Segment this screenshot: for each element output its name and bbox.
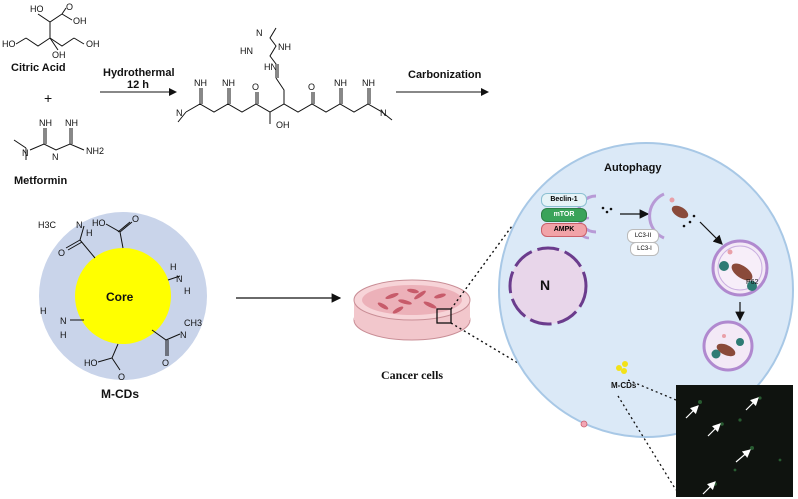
citric-oh-label: OH [86,39,100,49]
product-hn-label: HN [264,62,277,72]
mcd-h-label: H [184,286,191,296]
core-label: Core [106,290,134,304]
mcd-cluster [616,361,628,374]
citric-o-label: O [66,2,73,12]
product-nh-label: NH [222,78,235,88]
metformin-structure [13,128,85,160]
mcd-core [75,248,171,344]
product-o-label: O [252,82,259,92]
mtor-pill: mTOR [541,208,587,222]
product-o-label: O [308,82,315,92]
product-n-label: N [256,28,263,38]
mcd-ch3-label: CH3 [184,318,202,328]
nucleus [508,246,588,326]
fluorescence-micrograph [676,385,793,497]
cell-mcds-label: M-CDs [611,381,637,390]
lc3-i-pill: LC3-I [630,242,659,256]
cargo-dots [601,206,613,214]
carbonization-label: Carbonization [408,69,482,81]
mcd-surface-bonds [65,221,181,371]
citric-oh-label: OH [73,16,87,26]
mcd-h-label: H [86,228,93,238]
mcd-h-label: H [170,262,177,272]
product-nh-label: NH [334,78,347,88]
metformin-nh-label: NH [65,118,78,128]
fluorescence-arrows [685,397,759,495]
mcd-n-label: N [180,330,187,340]
autolysosome [702,320,754,372]
nucleus-label: N [540,277,551,293]
metformin-n-label: N [22,148,29,158]
autophagosome [711,239,769,297]
product-structure [177,27,393,124]
mcd-n-label: N [60,316,67,326]
mcd-n-label: N [76,220,83,230]
autophagy-title: Autophagy [604,162,662,174]
zoom-line-top [450,225,513,310]
mcd-ho-label: HO [92,218,106,228]
product-nh-label: NH [278,42,291,52]
beclin-1-pill: Beclin-1 [541,193,587,207]
mcd-ho-label: HO [84,358,98,368]
citric-ho-label: HO [2,39,16,49]
mcd-o-label: O [132,214,139,224]
metformin-label: Metformin [14,175,68,187]
product-hn-label: HN [240,46,253,56]
mcd-o-label: O [58,248,65,258]
mcd-o-label: O [162,358,169,368]
p62-label: P62 [746,279,759,286]
reaction-time-label: 12 h [127,79,150,91]
product-oh-label: OH [276,120,290,130]
stray-mcd-dot [580,420,588,428]
citric-oh-label: OH [52,50,66,60]
mcds-label: M-CDs [101,387,139,401]
product-nh-label: NH [362,78,375,88]
plus-sign: + [44,90,53,106]
metformin-nh-label: NH [39,118,52,128]
mcd-n-label: N [176,274,183,284]
fluorescence-signals [698,396,782,486]
mcd-h3c-label: H3C [38,220,57,230]
product-n-label: N [380,108,387,118]
zoom-line-fluor-top [627,379,677,401]
ampk-pill: AMPK [541,223,587,237]
stage-arrow-2 [699,221,723,245]
hydrothermal-label: Hydrothermal [103,67,175,79]
citric-acid-structure [15,7,85,51]
cancer-cells-label: Cancer cells [381,368,444,382]
metformin-nh2-label: NH2 [86,146,104,156]
metformin-n-label: N [52,152,59,162]
product-nh-label: NH [194,78,207,88]
mcd-o-label: O [118,372,125,382]
citric-acid-label: Citric Acid [11,62,66,74]
zoom-line-fluor-bottom [617,395,677,491]
mcd-h-label: H [60,330,67,340]
mcd-h-label: H [40,306,47,316]
product-n-label: N [176,108,183,118]
petri-dish [353,279,471,341]
citric-ho-label: HO [30,4,44,14]
lc3-ii-pill: LC3-II [627,229,659,243]
